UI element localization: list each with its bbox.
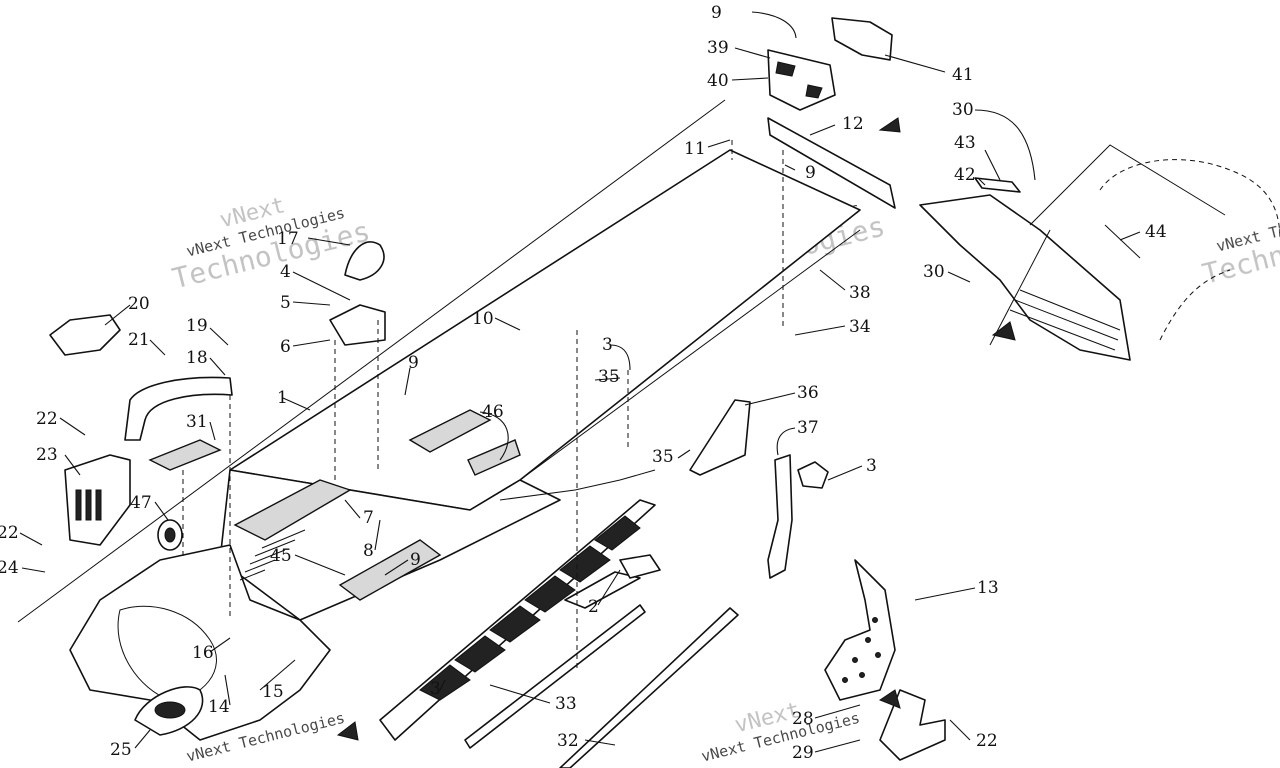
callout-9: 9 xyxy=(805,163,816,183)
bracket-28 xyxy=(879,689,946,761)
callout-19: 19 xyxy=(186,316,208,336)
callout-37: 37 xyxy=(797,418,819,438)
rear-flap-ribs xyxy=(1009,289,1121,351)
callout-9: 9 xyxy=(410,550,421,570)
callout-20: 20 xyxy=(128,294,150,314)
callout-24: 24 xyxy=(0,558,19,578)
right-lower-parts xyxy=(336,117,1016,761)
alignment-lines xyxy=(182,140,784,670)
callout-4: 4 xyxy=(280,262,291,282)
callout-36: 36 xyxy=(797,383,819,403)
strap-37 xyxy=(767,454,793,579)
cover-6 xyxy=(329,304,386,346)
rear-bumper-parts xyxy=(767,17,1280,361)
arrow-marker-rear xyxy=(991,321,1016,341)
side-rail-33 xyxy=(464,604,646,749)
callout-25: 25 xyxy=(110,740,132,760)
callout-18: 18 xyxy=(186,348,208,368)
callout-2: 2 xyxy=(588,597,599,617)
step-2 xyxy=(564,571,641,609)
callout-11: 11 xyxy=(684,139,706,159)
bracket-39 xyxy=(767,49,836,111)
left-parts xyxy=(49,241,386,736)
callout-5: 5 xyxy=(280,293,291,313)
callout-15: 15 xyxy=(262,682,284,702)
front-frame xyxy=(69,544,331,741)
callout-29: 29 xyxy=(792,743,814,763)
callout-21: 21 xyxy=(128,330,150,350)
callout-46: 46 xyxy=(482,402,504,422)
callout-41: 41 xyxy=(952,65,974,85)
callout-7: 7 xyxy=(363,508,374,528)
leader-lines xyxy=(19,11,1141,753)
grip-strip-45 xyxy=(233,479,352,541)
callout-44: 44 xyxy=(1145,222,1167,242)
callout-34: 34 xyxy=(849,317,871,337)
callout-38: 38 xyxy=(849,283,871,303)
callout-8: 8 xyxy=(363,541,374,561)
grip-strip-46 xyxy=(408,409,492,453)
callout-28: 28 xyxy=(792,709,814,729)
callout-6: 6 xyxy=(280,337,291,357)
callout-30: 30 xyxy=(923,262,945,282)
arrow-marker-top xyxy=(878,117,901,133)
callout-47: 47 xyxy=(130,493,152,513)
callout-22: 22 xyxy=(36,409,58,429)
callout-9: 9 xyxy=(408,353,419,373)
knob-3 xyxy=(797,461,829,489)
callout-40: 40 xyxy=(707,71,729,91)
callout-9: 9 xyxy=(711,3,722,23)
floor-slots xyxy=(239,529,306,581)
cover-20 xyxy=(49,314,121,356)
callout-3: 3 xyxy=(866,456,877,476)
callout-22: 22 xyxy=(0,523,19,543)
callout-32: 32 xyxy=(557,731,579,751)
callout-3: 3 xyxy=(430,679,441,699)
tunnel-assembly xyxy=(17,99,861,768)
grip-strip-45b xyxy=(338,539,442,601)
callout-31: 31 xyxy=(186,412,208,432)
callout-1: 1 xyxy=(277,388,288,408)
panel-36 xyxy=(689,399,751,476)
side-rail-32 xyxy=(559,607,739,768)
callout-30: 30 xyxy=(952,100,974,120)
taillight-41 xyxy=(831,17,893,61)
bracket-13 xyxy=(824,559,896,701)
pad-2 xyxy=(619,554,661,579)
callout-35: 35 xyxy=(598,367,620,387)
callout-23: 23 xyxy=(36,445,58,465)
grab-handle-dashed xyxy=(1099,159,1280,241)
bracket-13-holes xyxy=(842,617,881,683)
callout-42: 42 xyxy=(954,165,976,185)
tunnel-top-plate xyxy=(229,149,861,511)
running-board-cutouts xyxy=(419,515,641,701)
callout-10: 10 xyxy=(472,309,494,329)
arrow-marker-front xyxy=(336,721,359,741)
callout-16: 16 xyxy=(192,643,214,663)
reflector-44 xyxy=(1104,224,1141,259)
callout-3: 3 xyxy=(602,335,613,355)
snowflap-43 xyxy=(974,177,1021,193)
callout-35: 35 xyxy=(652,447,674,467)
callout-39: 39 xyxy=(707,38,729,58)
callout-43: 43 xyxy=(954,133,976,153)
callout-22: 22 xyxy=(976,731,998,751)
callout-17: 17 xyxy=(277,229,299,249)
pad-31 xyxy=(148,439,222,471)
grip-strip-46b xyxy=(467,439,521,476)
cover-17 xyxy=(344,241,385,281)
callout-13: 13 xyxy=(977,578,999,598)
bracket-23-slots xyxy=(75,489,102,521)
rear-bracket-12 xyxy=(767,117,896,209)
callout-labels: 9 39 40 41 12 11 9 30 43 42 44 30 17 4 5… xyxy=(0,3,1167,763)
callout-45: 45 xyxy=(270,546,292,566)
callout-12: 12 xyxy=(842,114,864,134)
handle-18 xyxy=(124,376,233,441)
callout-33: 33 xyxy=(555,694,577,714)
callout-14: 14 xyxy=(208,697,230,717)
arrow-marker xyxy=(878,689,901,709)
